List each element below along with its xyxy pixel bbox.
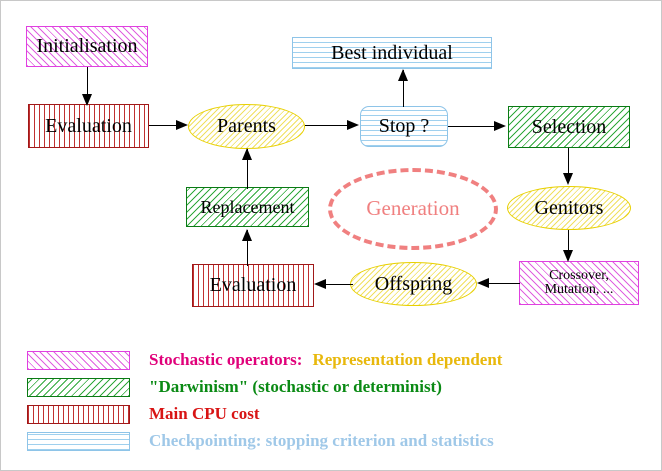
legend-row-checkpointing: Checkpointing: stopping criterion and st… (27, 429, 494, 453)
arrowhead-parents-to-stop (347, 120, 359, 130)
legend-row-main-cpu-cost: Main CPU cost (27, 402, 259, 426)
node-replacement-label: Replacement (200, 196, 295, 217)
edge-offspring-to-evaluation (317, 284, 353, 286)
node-replacement[interactable]: Replacement (186, 187, 309, 227)
legend-label-main-cpu-cost: Main CPU cost (149, 404, 260, 423)
arrowhead-genitors-to-crossover (562, 250, 573, 262)
node-stop-label: Stop ? (378, 115, 430, 138)
edge-stop-to-selection (448, 126, 500, 128)
node-evaluation-top[interactable]: Evaluation (28, 104, 149, 148)
edge-initialisation-to-evaluation (87, 67, 89, 98)
node-parents-label: Parents (217, 115, 276, 138)
node-stop[interactable]: Stop ? (360, 106, 448, 147)
node-generation: Generation (328, 168, 498, 250)
arrowhead-replacement-to-parents (241, 148, 252, 160)
legend-row-stochastic-operators: Stochastic operators: Representation dep… (27, 348, 502, 372)
arrowhead-selection-to-genitors (562, 173, 573, 185)
node-best-individual[interactable]: Best individual (292, 37, 492, 69)
edge-evaluation-to-replacement (247, 230, 249, 266)
node-crossover-mutation[interactable]: Crossover, Mutation, ... (519, 261, 639, 305)
arrowhead-evaluation-to-parents (176, 120, 188, 130)
legend-label-representation-dependent: Representation dependent (312, 350, 503, 369)
legend-swatch-green (27, 377, 130, 397)
edge-genitors-to-crossover (568, 230, 570, 260)
edge-parents-to-stop (305, 125, 353, 127)
node-initialisation-label: Initialisation (36, 35, 138, 58)
node-crossover-mutation-label: Crossover, Mutation, ... (544, 267, 614, 297)
arrowhead-offspring-to-evaluation (314, 279, 326, 289)
node-selection-label: Selection (531, 115, 607, 138)
edge-evaluation-to-parents (149, 125, 181, 127)
node-parents[interactable]: Parents (188, 104, 305, 149)
legend-label-darwinism: "Darwinism" (stochastic or determinist) (149, 377, 442, 396)
arrowhead-evaluation-to-replacement (241, 229, 252, 241)
node-best-individual-label: Best individual (331, 41, 453, 64)
legend-row-darwinism: "Darwinism" (stochastic or determinist) (27, 375, 442, 399)
node-generation-label: Generation (366, 196, 460, 221)
edge-crossover-to-offspring (482, 283, 520, 285)
node-genitors-label: Genitors (534, 196, 604, 219)
edge-replacement-to-parents (247, 149, 249, 189)
node-genitors[interactable]: Genitors (507, 186, 631, 230)
node-offspring-label: Offspring (374, 272, 453, 295)
arrowhead-stop-to-selection (494, 121, 506, 131)
node-offspring[interactable]: Offspring (350, 262, 477, 306)
edge-selection-to-genitors (568, 148, 570, 182)
edge-stop-to-best-individual (403, 70, 405, 107)
legend-label-checkpointing: Checkpointing: stopping criterion and st… (149, 431, 494, 450)
node-evaluation-bottom-label: Evaluation (209, 274, 297, 297)
arrowhead-stop-to-best-individual (397, 69, 408, 81)
node-selection[interactable]: Selection (508, 106, 630, 148)
node-evaluation-top-label: Evaluation (45, 114, 132, 137)
arrowhead-crossover-to-offspring (477, 278, 489, 288)
legend-swatch-blue (27, 431, 130, 451)
arrowhead-initialisation-to-evaluation (81, 94, 92, 106)
legend-label-stochastic-operators: Stochastic operators: (149, 350, 303, 369)
node-evaluation-bottom[interactable]: Evaluation (192, 264, 314, 307)
legend-swatch-red (27, 404, 130, 424)
node-initialisation[interactable]: Initialisation (26, 26, 148, 67)
legend-swatch-magenta (27, 350, 130, 370)
